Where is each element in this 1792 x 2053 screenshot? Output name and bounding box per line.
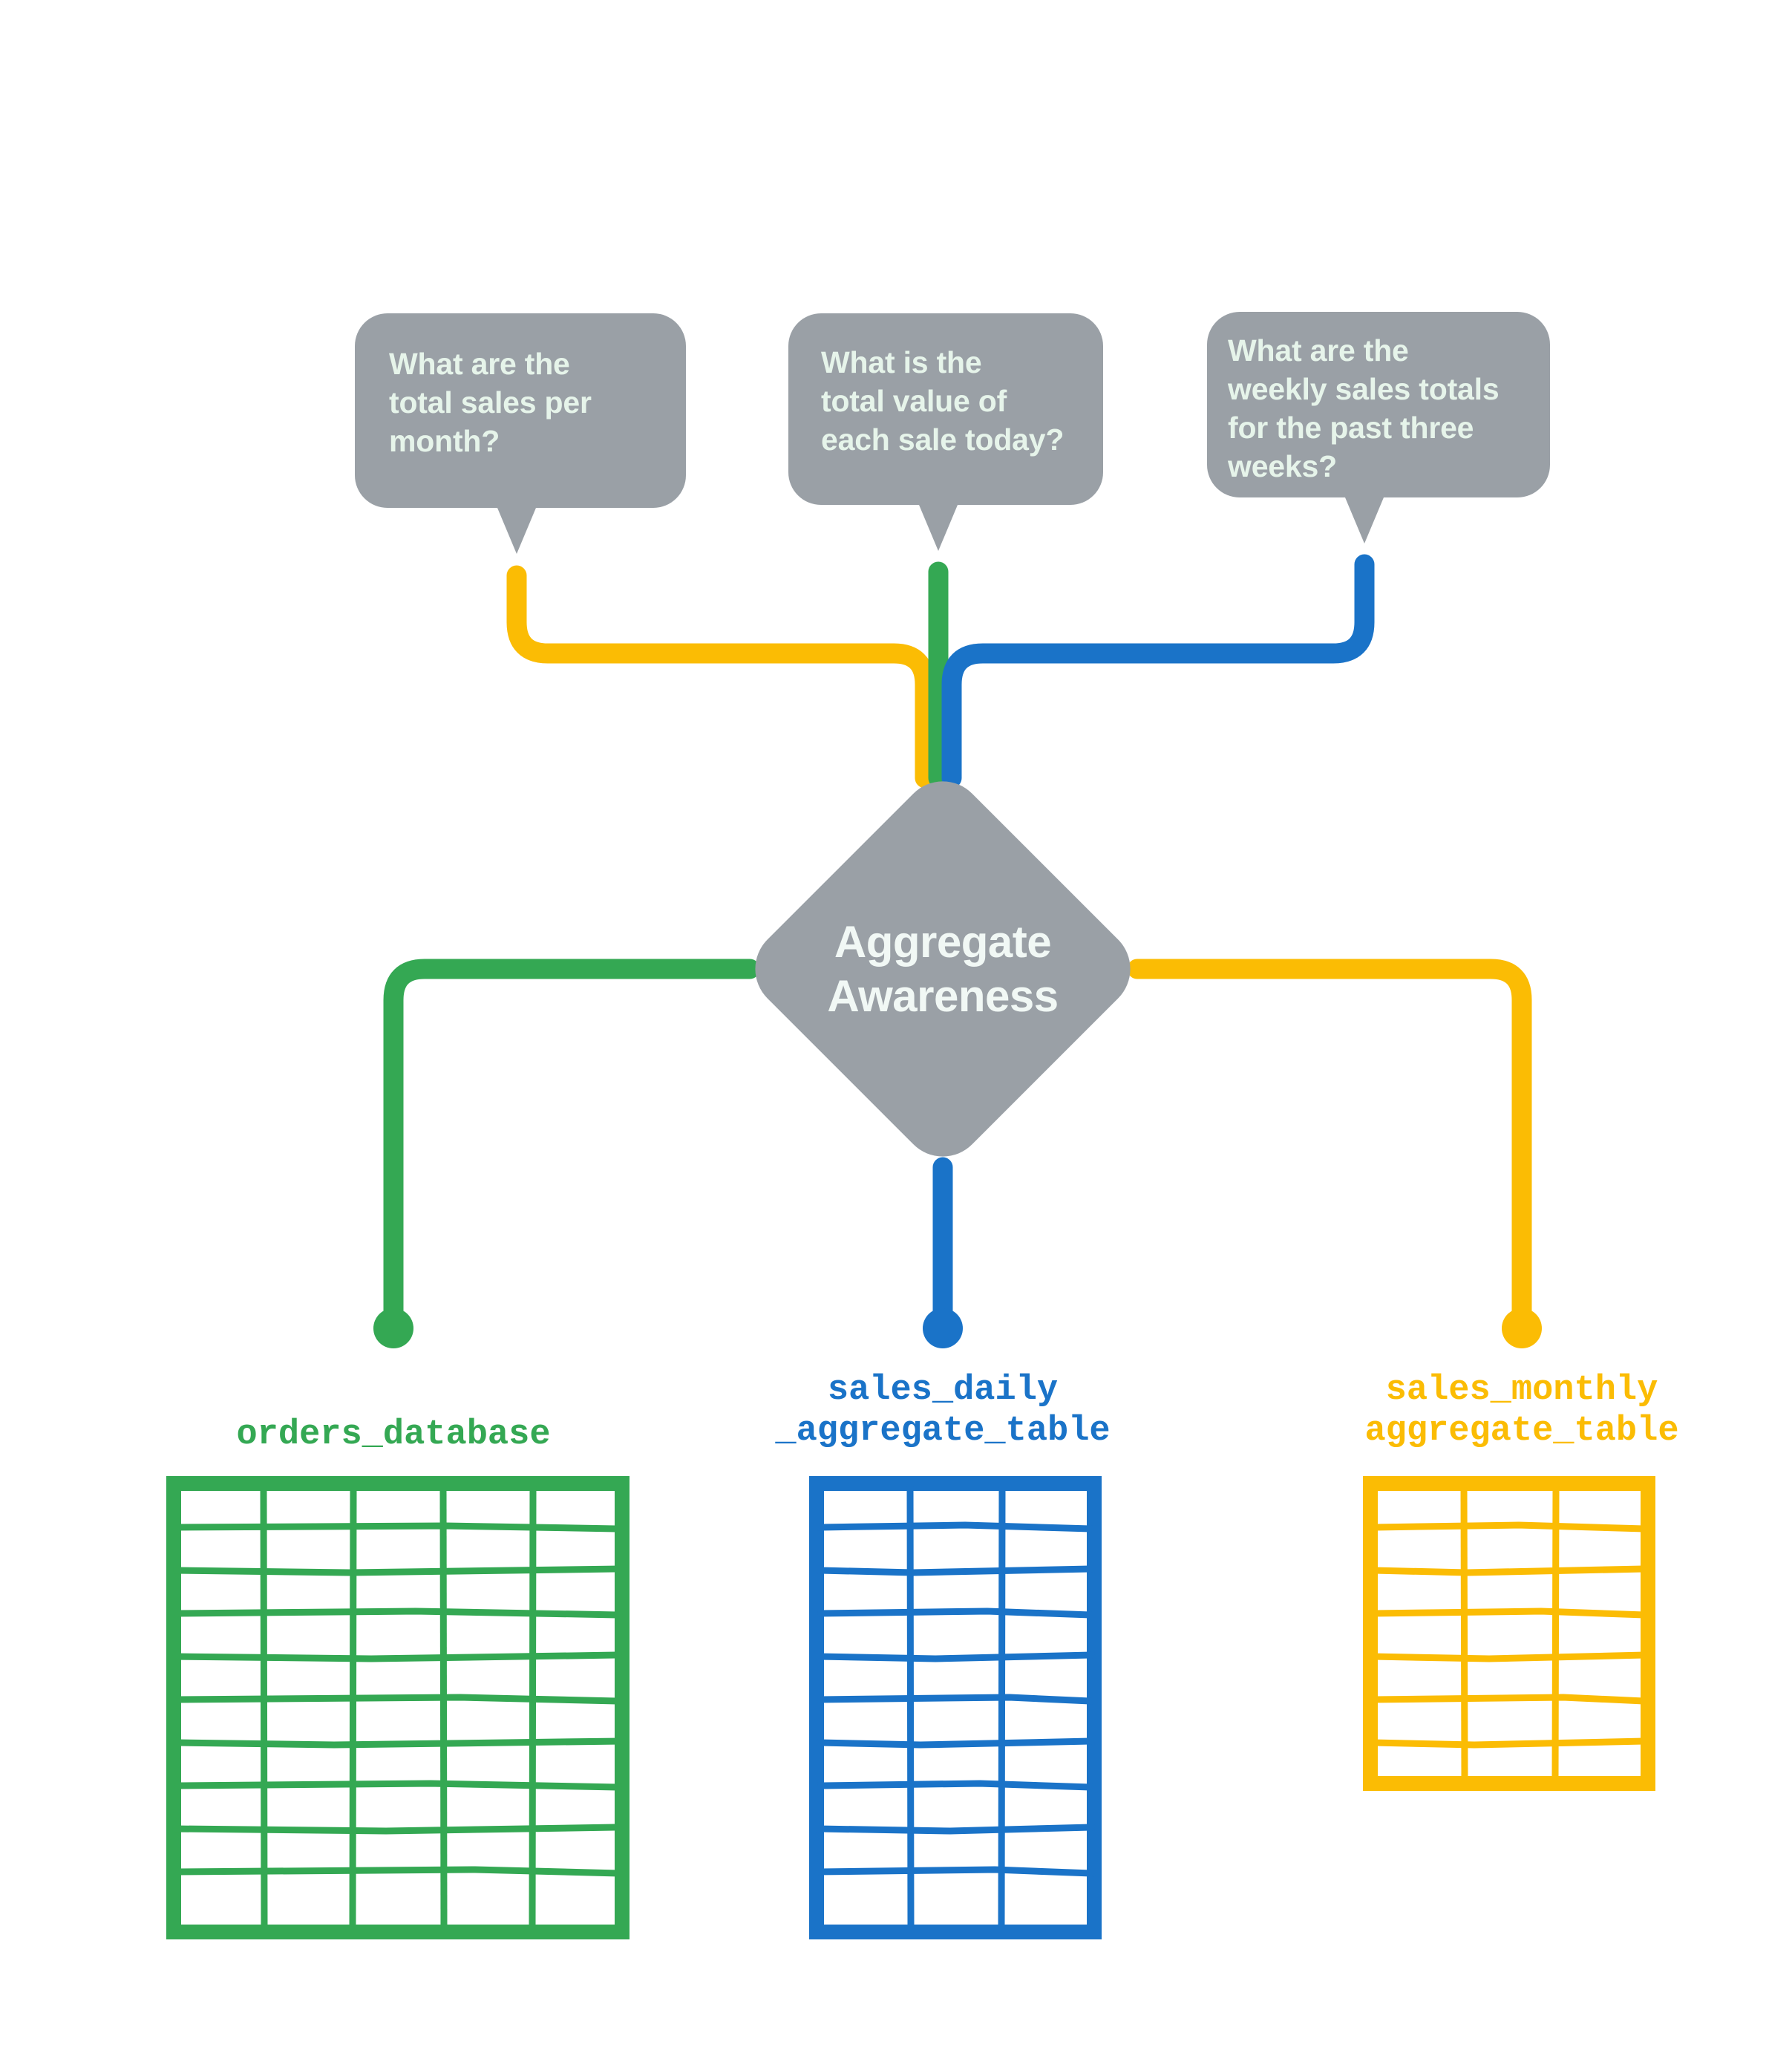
source-label-orders-database: orders_database	[236, 1415, 551, 1455]
question-bubble-monthly[interactable]: What are the total sales per month?	[355, 313, 686, 508]
connector-hub-to-sales-monthly	[1127, 959, 1532, 1323]
question-bubble-daily[interactable]: What is the total value of each sale tod…	[788, 313, 1103, 505]
question-bubble-weekly[interactable]: What are the weekly sales totals for the…	[1207, 312, 1550, 497]
connector-hub-to-orders-database	[383, 959, 760, 1323]
question-bubble-monthly-tail	[497, 508, 536, 554]
source-label-sales-monthly: sales_monthly aggregate_table	[1364, 1371, 1679, 1452]
source-label-sales-daily: sales_daily _aggregate_table	[775, 1371, 1111, 1452]
hub-label: Aggregate Awareness	[827, 916, 1059, 1021]
question-bubble-monthly-text: What are the total sales per month?	[389, 347, 592, 459]
connector-question3-to-hub	[941, 554, 1375, 789]
question-bubble-weekly-tail	[1345, 497, 1384, 544]
question-bubble-weekly-text: What are the weekly sales totals for the…	[1228, 333, 1500, 484]
question-bubble-daily-tail	[919, 505, 958, 551]
endpoint-dot-sales-daily	[923, 1308, 963, 1348]
question-bubble-daily-text: What is the total value of each sale tod…	[821, 345, 1065, 457]
endpoint-dot-orders-database	[373, 1308, 413, 1348]
connector-question1-to-hub	[506, 565, 935, 789]
endpoint-dot-sales-monthly	[1502, 1308, 1542, 1348]
